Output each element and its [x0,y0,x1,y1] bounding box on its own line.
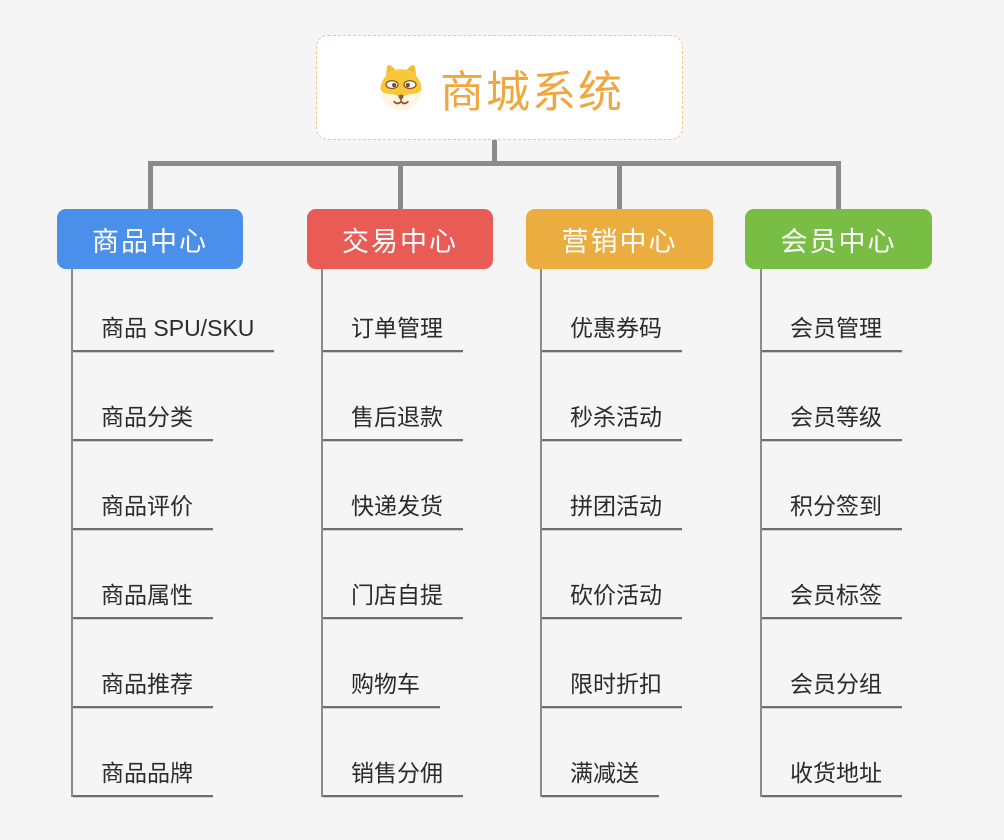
node-item-label: 商品品牌 [73,754,213,797]
connector-root-stem [492,140,497,166]
branch-label: 会员中心 [780,226,897,257]
connector-drop-marketing-center [617,161,622,209]
node-item-label: 商品分类 [73,398,213,441]
root-title: 商城系统 [440,67,624,117]
node-item-label: 门店自提 [323,576,463,619]
connector-drop-member-center [836,161,841,209]
node-item-label: 砍价活动 [542,576,682,619]
node-item-label: 收货地址 [762,754,902,797]
node-item-label: 会员管理 [762,309,902,352]
branch-items-marketing-center: 优惠券码 秒杀活动 拼团活动 砍价活动 限时折扣 满减送 [540,269,682,797]
node-item-label: 订单管理 [323,309,463,352]
node-item[interactable]: 销售分佣 [323,708,463,797]
dog-face-icon [380,64,422,110]
branch-items-product-center: 商品 SPU/SKU 商品分类 商品评价 商品属性 商品推荐 商品品牌 [71,269,275,797]
node-item[interactable]: 优惠券码 [542,269,682,352]
node-item[interactable]: 商品评价 [73,441,274,530]
node-item-label: 商品 SPU/SKU [73,309,275,352]
root-node[interactable]: 商城系统 [316,35,683,140]
branch-product-center[interactable]: 商品中心 [57,209,243,269]
node-item-label: 会员等级 [762,398,902,441]
node-item[interactable]: 砍价活动 [542,530,682,619]
node-item-label: 满减送 [542,754,659,797]
node-item-label: 购物车 [323,665,440,708]
node-item[interactable]: 会员分组 [762,619,902,708]
node-item[interactable]: 商品 SPU/SKU [73,269,275,352]
node-item[interactable]: 商品推荐 [73,619,274,708]
node-item[interactable]: 会员管理 [762,269,902,352]
node-item-label: 秒杀活动 [542,398,682,441]
node-item[interactable]: 拼团活动 [542,441,682,530]
node-item-label: 会员分组 [762,665,902,708]
connector-horizontal-rail [148,161,840,166]
node-item[interactable]: 商品分类 [73,352,274,441]
branch-marketing-center[interactable]: 营销中心 [526,209,713,269]
branch-label: 交易中心 [342,226,458,257]
node-item-label: 销售分佣 [323,754,463,797]
branch-label: 商品中心 [92,226,208,257]
node-item[interactable]: 快递发货 [323,441,463,530]
node-item[interactable]: 订单管理 [323,269,463,352]
node-item-label: 售后退款 [323,398,463,441]
node-item[interactable]: 商品属性 [73,530,274,619]
node-item[interactable]: 会员等级 [762,352,902,441]
branch-trade-center[interactable]: 交易中心 [307,209,493,269]
node-item-label: 快递发货 [323,487,463,530]
branch-member-center[interactable]: 会员中心 [745,209,932,269]
branch-label: 营销中心 [561,226,678,257]
node-item[interactable]: 会员标签 [762,530,902,619]
node-item[interactable]: 限时折扣 [542,619,682,708]
node-item[interactable]: 积分签到 [762,441,902,530]
connector-drop-product-center [148,161,153,209]
node-item[interactable]: 秒杀活动 [542,352,682,441]
node-item[interactable]: 购物车 [323,619,463,708]
branch-items-member-center: 会员管理 会员等级 积分签到 会员标签 会员分组 收货地址 [760,269,902,797]
node-item[interactable]: 收货地址 [762,708,902,797]
node-item-label: 商品属性 [73,576,213,619]
branch-items-trade-center: 订单管理 售后退款 快递发货 门店自提 购物车 销售分佣 [321,269,463,797]
node-item-label: 商品评价 [73,487,213,530]
node-item-label: 优惠券码 [542,309,682,352]
node-item[interactable]: 门店自提 [323,530,463,619]
node-item-label: 商品推荐 [73,665,213,708]
node-item[interactable]: 商品品牌 [73,708,274,797]
node-item-label: 拼团活动 [542,487,682,530]
node-item[interactable]: 满减送 [542,708,682,797]
node-item-label: 积分签到 [762,487,902,530]
connector-drop-trade-center [398,161,403,209]
node-item-label: 限时折扣 [542,665,682,708]
node-item-label: 会员标签 [762,576,902,619]
node-item[interactable]: 售后退款 [323,352,463,441]
